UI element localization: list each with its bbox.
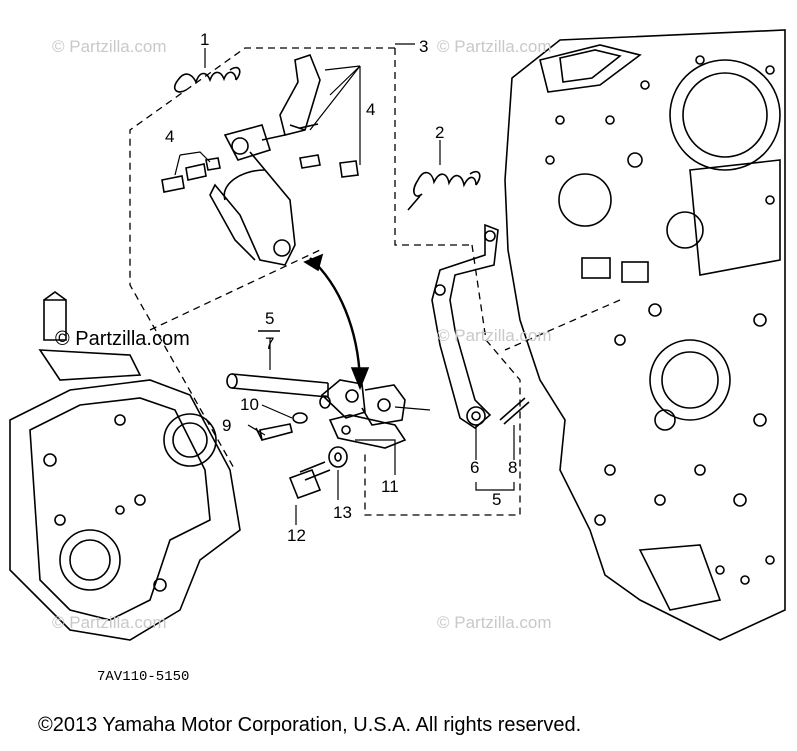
- assembly-arrow: [303, 253, 370, 391]
- callout-2: 2: [435, 123, 444, 142]
- callout-6: 6: [470, 458, 479, 477]
- engine-block: [504, 29, 786, 641]
- screws-part-4: [161, 157, 221, 193]
- callout-8: 8: [508, 458, 517, 477]
- watermark-text: © Partzilla.com: [437, 326, 552, 345]
- watermark-text: © Partzilla.com: [52, 613, 167, 632]
- callout-11: 11: [381, 477, 399, 496]
- callout-9: 9: [222, 416, 231, 435]
- lever-part-6: [431, 223, 530, 430]
- assembly-boundary: [129, 47, 621, 516]
- watermark-text: © Partzilla.com: [437, 613, 552, 632]
- copyright-notice: ©2013 Yamaha Motor Corporation, U.S.A. A…: [38, 714, 582, 736]
- fasteners: [255, 395, 348, 500]
- callout-5-bottom: 5: [492, 490, 501, 509]
- callout-7: 7: [265, 334, 274, 353]
- watermark-text: © Partzilla.com: [437, 37, 552, 56]
- callout-4: 4: [366, 100, 375, 119]
- callout-3: 3: [419, 37, 428, 56]
- spring-part-2: [407, 170, 481, 211]
- bracket-part-11: [320, 379, 407, 449]
- watermark-main: © Partzilla.com: [55, 328, 190, 350]
- diagram-code: 7AV110-5150: [97, 669, 189, 685]
- spring-part-1: [173, 66, 241, 93]
- callout-4: 4: [165, 127, 174, 146]
- shift-arm-part-3: [209, 54, 359, 266]
- watermark-text: © Partzilla.com: [52, 37, 167, 56]
- callout-12: 12: [287, 526, 306, 545]
- callout-10: 10: [240, 395, 259, 414]
- callout-5-top: 5: [265, 309, 274, 328]
- callout-13: 13: [333, 503, 352, 522]
- lower-left-casing: [9, 291, 241, 641]
- callout-1: 1: [200, 30, 209, 49]
- shaft-part-5-7: [226, 373, 329, 398]
